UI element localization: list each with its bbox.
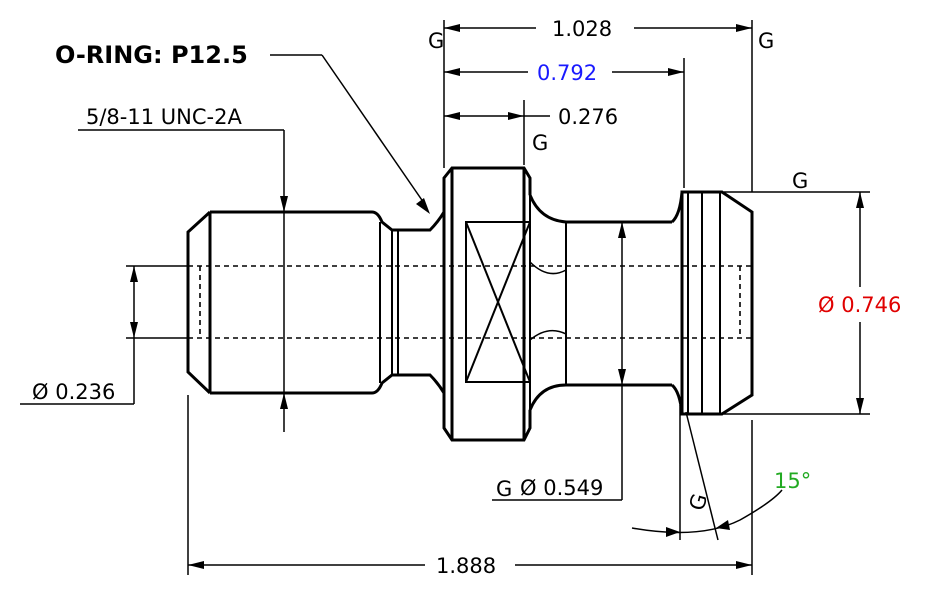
dim-overall-length: 1.888	[188, 554, 752, 578]
grip-mark-angle: G	[685, 491, 712, 513]
dim-hex-width-label: 0.276	[558, 105, 618, 129]
dim-bore-dia: Ø 0.236	[20, 266, 138, 405]
dim-head-dia: Ø 0.746	[818, 192, 901, 414]
grip-mark-shank: G	[496, 477, 512, 501]
callout-oring: O-RING: P12.5	[55, 41, 430, 214]
dim-shank-dia: Ø 0.549 G	[492, 222, 626, 501]
grip-mark-right-top: G	[758, 29, 774, 53]
oring-callout-label: O-RING: P12.5	[55, 41, 248, 69]
thread-callout-label: 5/8-11 UNC-2A	[86, 105, 242, 129]
dim-overall-top-label: 1.028	[552, 17, 612, 41]
dim-to-flange: 0.792	[444, 61, 684, 85]
dim-head-dia-label: Ø 0.746	[818, 293, 901, 317]
grip-mark-hex: G	[532, 131, 548, 155]
dim-hex-width: 0.276	[444, 105, 618, 129]
hidden-bore	[188, 265, 752, 339]
grip-mark-left-top: G	[428, 29, 444, 53]
dim-overall-top: 1.028	[444, 17, 752, 41]
callout-thread: 5/8-11 UNC-2A	[78, 105, 288, 432]
dim-angle: 15° G	[631, 405, 811, 541]
grip-mark-head: G	[792, 169, 808, 193]
dim-bore-dia-label: Ø 0.236	[32, 380, 115, 404]
part-outline	[186, 166, 754, 442]
dim-angle-label: 15°	[774, 469, 811, 493]
grip-marks: G G G G	[428, 29, 808, 193]
extension-lines	[126, 20, 870, 575]
dim-overall-length-label: 1.888	[436, 554, 496, 578]
dim-to-flange-label: 0.792	[537, 61, 597, 85]
dim-shank-dia-label: Ø 0.549	[520, 476, 603, 500]
